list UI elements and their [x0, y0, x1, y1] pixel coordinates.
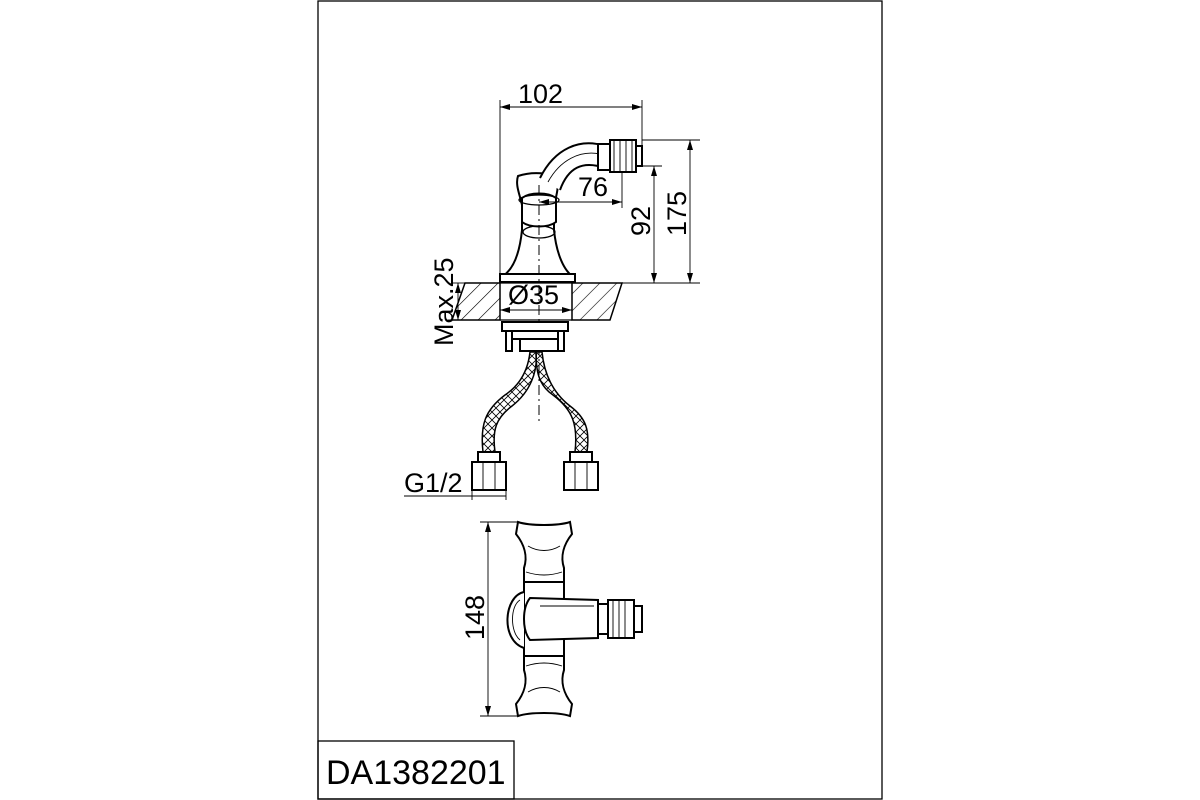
dim-label-g12: G1/2 — [404, 468, 463, 498]
mounting-nut — [519, 338, 559, 352]
drawing-frame — [317, 0, 883, 800]
dim-148: 148 — [460, 521, 520, 717]
top-handle-upper — [514, 520, 574, 583]
mounting-plate — [501, 321, 569, 332]
hose-nut-right — [563, 461, 599, 491]
part-number: DA1382201 — [326, 754, 506, 792]
faucet-base — [499, 273, 576, 283]
hose-nut-left — [471, 461, 507, 491]
dim-max25: Max.25 — [429, 257, 466, 346]
dim-label-max25: Max.25 — [429, 257, 459, 346]
top-view — [506, 520, 643, 718]
dim-label-d35: Ø35 — [508, 280, 559, 310]
dim-label-102: 102 — [518, 79, 563, 109]
dim-label-175: 175 — [662, 191, 692, 236]
dim-92: 92 — [575, 165, 700, 284]
countertop-left-section — [450, 282, 501, 321]
dim-76: 76 — [539, 172, 623, 208]
hose-left — [481, 351, 538, 453]
top-handle-lower — [514, 655, 574, 718]
dim-label-76: 76 — [578, 172, 608, 202]
top-base — [506, 591, 525, 649]
hose-right — [535, 351, 589, 453]
dim-g12: G1/2 — [404, 468, 507, 500]
top-spout — [523, 596, 599, 642]
dim-102: 102 — [499, 79, 643, 274]
countertop-right-section — [571, 282, 624, 321]
title-block — [317, 740, 515, 800]
side-view — [450, 139, 643, 491]
dim-d35: Ø35 — [500, 280, 572, 313]
aerator-collar — [597, 143, 611, 171]
dim-label-92: 92 — [626, 206, 656, 236]
dim-label-148: 148 — [460, 595, 490, 640]
dim-175: 175 — [642, 139, 700, 283]
top-aerator — [607, 599, 635, 639]
